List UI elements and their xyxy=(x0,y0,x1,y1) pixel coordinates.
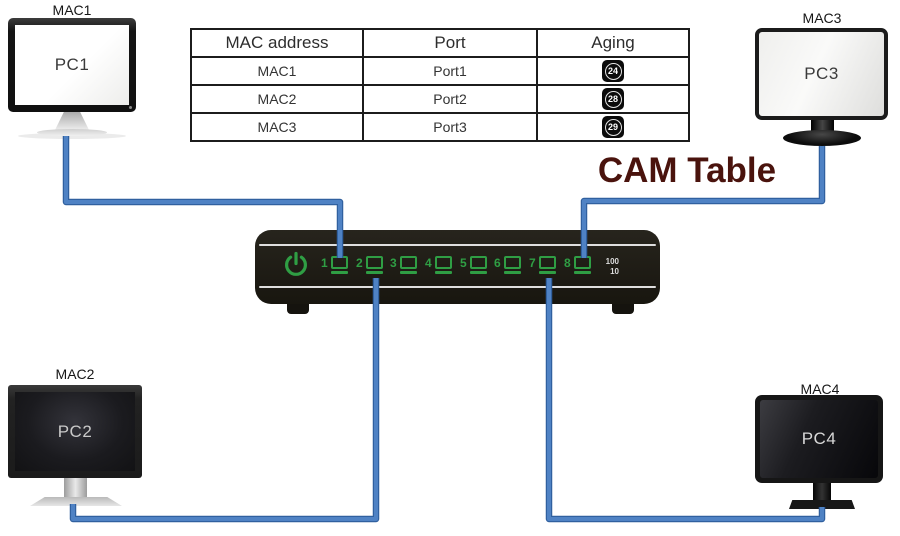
pc1-screen-label: PC1 xyxy=(54,55,90,74)
pc3-monitor: PC3 xyxy=(755,28,888,146)
cell-mac: MAC2 xyxy=(190,84,364,114)
table-row: MAC3 Port3 29 xyxy=(190,112,690,142)
cell-mac: MAC1 xyxy=(190,56,364,86)
switch-port-5: 5 xyxy=(460,256,487,274)
switch-port-3: 3 xyxy=(390,256,417,274)
switch-port-1: 1 xyxy=(321,256,348,274)
port-number: 7 xyxy=(529,256,536,270)
aging-value: 29 xyxy=(604,118,622,136)
aging-badge: 29 xyxy=(602,116,624,138)
pc1-stand-base xyxy=(37,129,107,136)
pc2-screen-label: PC2 xyxy=(57,421,93,441)
pc4-screen: PC4 xyxy=(760,400,878,478)
pc4-monitor: PC4 xyxy=(755,395,883,509)
pc3-screen-label: PC3 xyxy=(804,64,839,83)
switch-top-stripe xyxy=(259,244,656,246)
port-number: 8 xyxy=(564,256,571,270)
mac3-label: MAC3 xyxy=(802,10,842,26)
mac2-label: MAC2 xyxy=(55,366,95,382)
pc4-stand-neck xyxy=(813,483,831,500)
speed-labels: 100 10 xyxy=(601,257,619,277)
aging-badge: 24 xyxy=(602,60,624,82)
port-led-icon xyxy=(573,256,591,274)
pc4-bezel: PC4 xyxy=(755,395,883,483)
pc1-monitor: PC1 xyxy=(8,18,136,139)
pc1-screen: PC1 xyxy=(15,25,129,105)
port-number: 3 xyxy=(390,256,397,270)
pc2-stand-neck xyxy=(64,478,87,500)
port-led-icon xyxy=(538,256,556,274)
aging-badge: 28 xyxy=(602,88,624,110)
switch-port-4: 4 xyxy=(425,256,452,274)
switch-port-6: 6 xyxy=(494,256,521,274)
header-aging: Aging xyxy=(536,28,690,58)
port-number: 4 xyxy=(425,256,432,270)
cell-mac: MAC3 xyxy=(190,112,364,142)
pc3-stand-neck xyxy=(811,120,834,133)
network-switch: 1 2 3 4 5 6 7 8 xyxy=(255,230,660,304)
header-port: Port xyxy=(362,28,538,58)
port-led-icon xyxy=(469,256,487,274)
port-led-icon xyxy=(434,256,452,274)
port-number: 2 xyxy=(356,256,363,270)
port-led-icon xyxy=(399,256,417,274)
header-mac-address: MAC address xyxy=(190,28,364,58)
cell-port: Port3 xyxy=(362,112,538,142)
pc4-stand-base xyxy=(789,500,855,509)
cell-aging: 29 xyxy=(536,112,690,142)
aging-value: 24 xyxy=(604,62,622,80)
port-led-icon xyxy=(365,256,383,274)
port-number: 1 xyxy=(321,256,328,270)
cell-aging: 28 xyxy=(536,84,690,114)
port-number: 5 xyxy=(460,256,467,270)
cam-table-header-row: MAC address Port Aging xyxy=(190,28,690,58)
table-row: MAC2 Port2 28 xyxy=(190,84,690,114)
port-led-icon xyxy=(330,256,348,274)
pc2-screen: PC2 xyxy=(15,392,135,471)
pc4-screen-label: PC4 xyxy=(801,429,837,448)
aging-value: 28 xyxy=(604,90,622,108)
switch-port-8: 8 xyxy=(564,256,591,274)
cell-port: Port2 xyxy=(362,84,538,114)
pc2-bezel: PC2 xyxy=(8,385,142,478)
switch-port-7: 7 xyxy=(529,256,556,274)
pc3-bezel: PC3 xyxy=(755,28,888,120)
switch-bottom-stripe xyxy=(259,286,656,288)
pc1-stand-neck xyxy=(55,112,89,130)
cell-port: Port1 xyxy=(362,56,538,86)
cam-table: MAC address Port Aging MAC1 Port1 24 MAC… xyxy=(190,28,690,142)
speed-100-label: 100 xyxy=(605,257,619,266)
cam-table-title: CAM Table xyxy=(597,151,777,190)
pc2-monitor: PC2 xyxy=(8,385,142,506)
switch-port-2: 2 xyxy=(356,256,383,274)
pc3-stand-base xyxy=(783,130,861,146)
mac1-label: MAC1 xyxy=(52,2,92,18)
pc1-bezel: PC1 xyxy=(8,18,136,112)
port-number: 6 xyxy=(494,256,501,270)
table-row: MAC1 Port1 24 xyxy=(190,56,690,86)
cell-aging: 24 xyxy=(536,56,690,86)
port-led-icon xyxy=(503,256,521,274)
pc2-stand-base xyxy=(30,497,122,506)
power-icon xyxy=(285,251,307,276)
speed-10-label: 10 xyxy=(610,267,619,276)
